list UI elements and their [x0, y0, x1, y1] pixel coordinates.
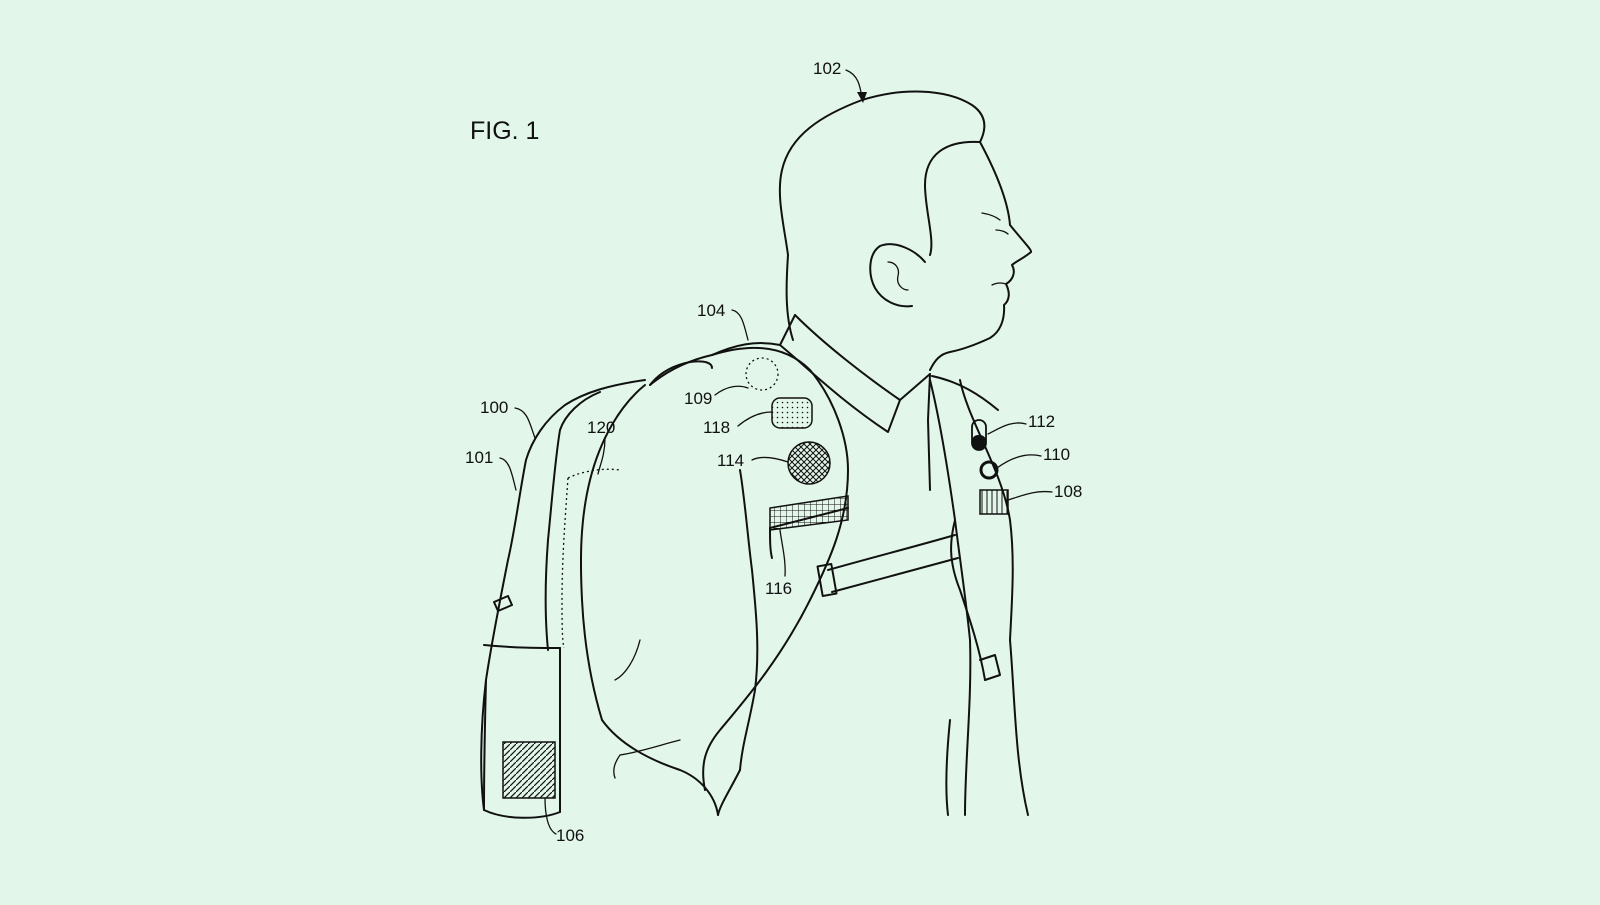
person-ear [869, 243, 926, 308]
svg-text:101: 101 [465, 448, 493, 467]
svg-text:120: 120 [587, 418, 615, 437]
front-strap [929, 379, 1029, 816]
svg-text:110: 110 [1043, 445, 1070, 464]
front-devices [971, 419, 1009, 515]
ref-118: 118 [703, 411, 773, 437]
ref-120: 120 [587, 418, 615, 475]
strap-devices [745, 357, 849, 531]
ref-108: 108 [1007, 482, 1082, 501]
svg-text:114: 114 [717, 451, 744, 470]
svg-text:118: 118 [703, 418, 730, 437]
device-118 [771, 397, 813, 429]
ref-102: 102 [813, 59, 867, 103]
ref-104: 104 [697, 301, 749, 341]
person-head [778, 90, 1032, 371]
device-109 [745, 357, 779, 391]
ref-109: 109 [684, 385, 749, 408]
ref-114: 114 [717, 451, 789, 470]
ref-101: 101 [465, 448, 517, 491]
device-108 [979, 489, 1009, 515]
device-106 [502, 741, 556, 799]
device-112-fill [972, 435, 986, 450]
device-114 [787, 441, 831, 485]
svg-text:104: 104 [697, 301, 725, 320]
svg-text:106: 106 [556, 826, 584, 845]
chest-strap [816, 534, 959, 597]
device-110 [979, 460, 999, 480]
ref-112: 112 [987, 412, 1055, 435]
svg-text:112: 112 [1028, 412, 1055, 431]
figure-title: FIG. 1 [470, 117, 539, 145]
arm [579, 384, 759, 816]
ref-116: 116 [765, 529, 792, 598]
ref-106: 106 [544, 797, 584, 845]
svg-text:100: 100 [480, 398, 508, 417]
shirt [711, 314, 999, 491]
svg-text:108: 108 [1054, 482, 1082, 501]
backpack [480, 360, 713, 819]
ref-110: 110 [996, 445, 1070, 469]
svg-text:116: 116 [765, 579, 792, 598]
svg-text:102: 102 [813, 59, 841, 78]
device-116 [769, 495, 849, 531]
svg-text:109: 109 [684, 389, 712, 408]
ref-100: 100 [480, 398, 536, 439]
